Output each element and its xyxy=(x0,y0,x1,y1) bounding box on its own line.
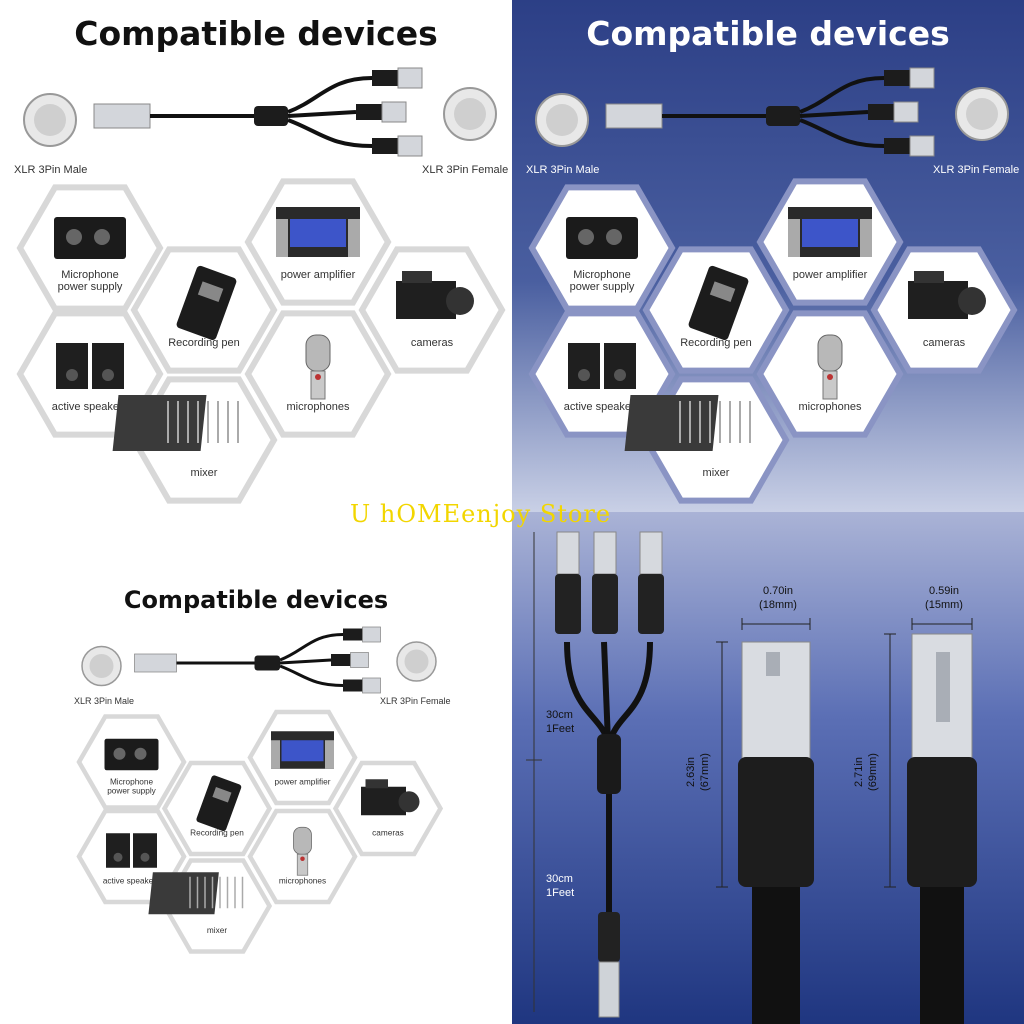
power-supply-icon xyxy=(104,738,159,771)
device-label: active speakers xyxy=(103,877,160,886)
device-hexagon: cameras xyxy=(870,246,1018,374)
device-hexagon: power amplifier xyxy=(244,178,392,306)
device-hexagon: cameras xyxy=(358,246,506,374)
device-label: Recording pen xyxy=(168,337,240,349)
speakers-icon xyxy=(56,343,124,389)
female-label: XLR 3Pin Female xyxy=(380,696,451,706)
speakers-icon xyxy=(106,833,157,868)
recorder-icon xyxy=(688,265,749,341)
device-hexagon: power amplifier xyxy=(247,709,358,806)
female-width-label: 0.59in(15mm) xyxy=(925,585,963,611)
female-head-1 xyxy=(555,531,581,634)
panel-title: Compatible devices xyxy=(586,14,950,53)
device-label: power supply xyxy=(570,281,635,293)
power-supply-icon xyxy=(566,217,638,259)
amplifier-icon xyxy=(276,207,360,257)
device-label: mixer xyxy=(207,926,227,935)
microphone-icon xyxy=(293,826,312,876)
microphone-icon xyxy=(305,334,331,400)
device-label: power amplifier xyxy=(275,778,331,787)
amplifier-icon xyxy=(271,731,334,769)
device-label: mixer xyxy=(703,467,730,479)
male-width-label: 0.70in(18mm) xyxy=(759,585,797,611)
device-hexagon: Recording pen xyxy=(130,246,278,374)
recorder-icon xyxy=(196,775,242,832)
device-label: mixer xyxy=(191,467,218,479)
device-hexagon: mixer xyxy=(148,858,273,954)
female-head-3 xyxy=(638,531,664,634)
male-label: XLR 3Pin Male xyxy=(74,696,135,706)
device-hexagon: mixer xyxy=(624,376,790,504)
device-label: cameras xyxy=(372,829,404,838)
device-hexagon: mixer xyxy=(112,376,278,504)
device-label: power supply xyxy=(107,787,156,796)
xlr-female-connector xyxy=(907,633,977,1024)
female-label: XLR 3Pin Female xyxy=(933,164,1020,176)
device-label: cameras xyxy=(923,337,966,349)
male-label: XLR 3Pin Male xyxy=(14,164,88,176)
device-label: Recording pen xyxy=(190,829,244,838)
device-label: Microphone xyxy=(110,778,154,787)
device-label: Microphone xyxy=(573,269,630,281)
amplifier-icon xyxy=(788,207,872,257)
mixer-icon xyxy=(624,395,751,451)
recorder-icon xyxy=(176,265,237,341)
device-label: cameras xyxy=(411,337,454,349)
device-label: active speakers xyxy=(564,401,641,413)
device-label: power amplifier xyxy=(793,269,868,281)
mixer-icon xyxy=(148,872,244,915)
device-hexagon: microphones xyxy=(247,808,358,905)
panel-title: Compatible devices xyxy=(74,14,438,53)
female-length-label: 2.71in(69mm) xyxy=(853,753,879,791)
device-label: microphones xyxy=(799,401,862,413)
male-length-label: 2.63in(67mm) xyxy=(685,753,711,791)
device-hexagon: Recording pen xyxy=(161,760,273,857)
camera-icon xyxy=(908,271,986,319)
device-label: active speakers xyxy=(52,401,129,413)
device-label: power supply xyxy=(58,281,123,293)
device-hexagon: microphones xyxy=(756,310,904,438)
microphone-icon xyxy=(817,334,843,400)
female-head-2 xyxy=(592,531,618,634)
mixer-icon xyxy=(112,395,239,451)
dimension-diagram xyxy=(526,531,977,1024)
camera-icon xyxy=(396,271,474,319)
device-hexagon: Recording pen xyxy=(642,246,790,374)
device-label: Recording pen xyxy=(680,337,752,349)
device-label: Microphone xyxy=(61,269,118,281)
device-hexagon: microphones xyxy=(244,310,392,438)
panel-title: Compatible devices xyxy=(123,586,389,614)
camera-icon xyxy=(361,779,420,816)
device-label: microphones xyxy=(279,877,326,886)
device-label: power amplifier xyxy=(281,269,356,281)
store-watermark: U hOMEenjoy Store xyxy=(350,500,612,528)
male-label: XLR 3Pin Male xyxy=(526,164,600,176)
splitter-cable xyxy=(555,531,664,1018)
device-hexagon: power amplifier xyxy=(756,178,904,306)
power-supply-icon xyxy=(54,217,126,259)
device-label: microphones xyxy=(287,401,350,413)
device-hexagon: cameras xyxy=(332,760,444,857)
female-label: XLR 3Pin Female xyxy=(422,164,509,176)
speakers-icon xyxy=(568,343,636,389)
xlr-male-connector xyxy=(738,641,814,1024)
